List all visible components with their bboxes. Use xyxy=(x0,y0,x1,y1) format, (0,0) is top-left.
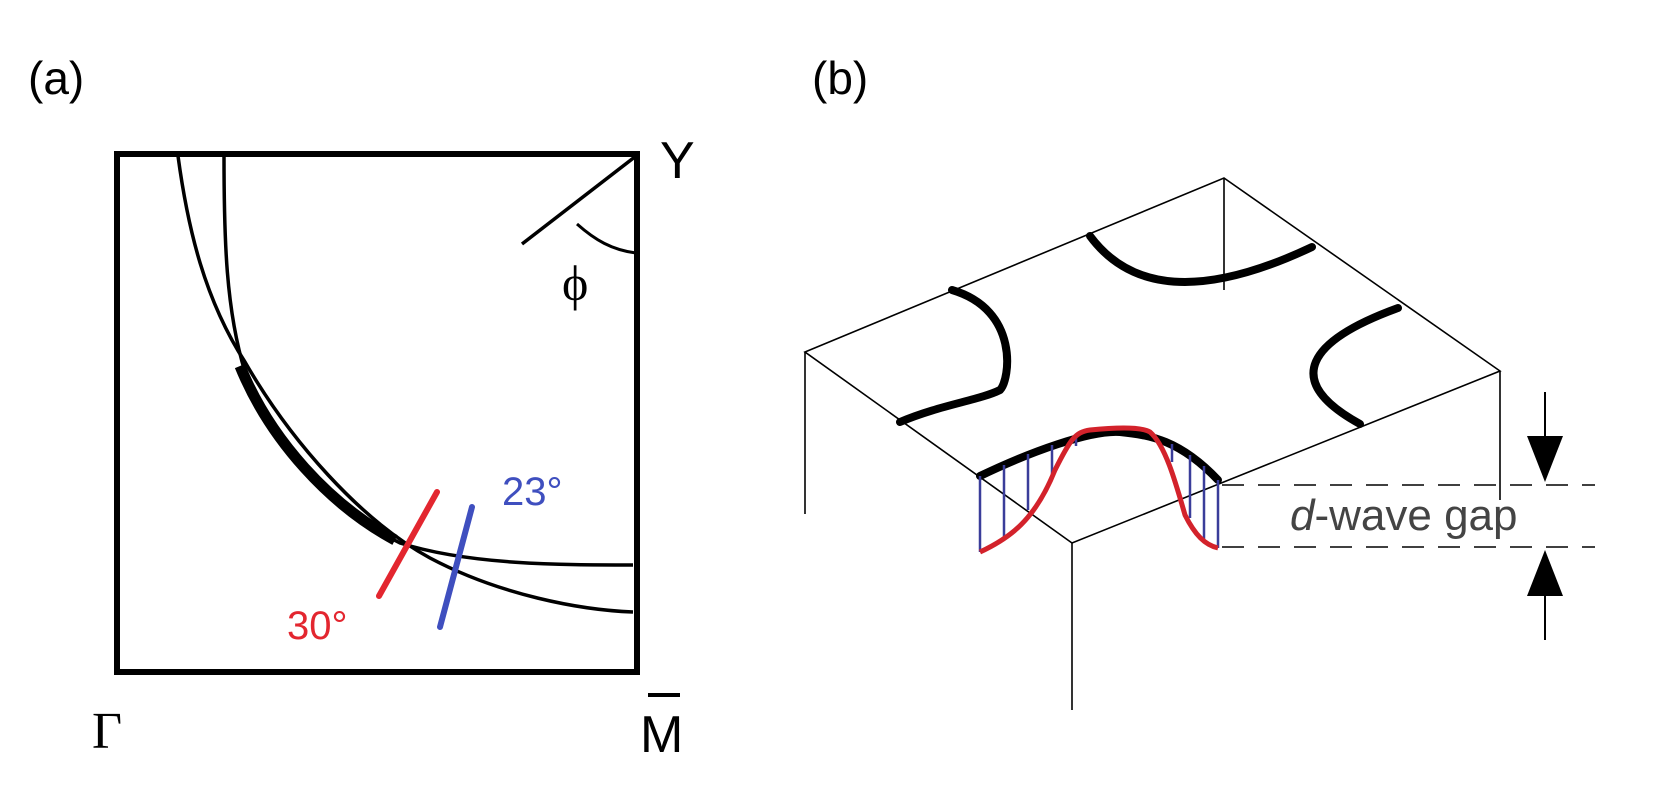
cut-23-label: 23° xyxy=(502,470,563,514)
fermi-arc-left xyxy=(896,286,1012,426)
corner-y-label: Y xyxy=(660,132,695,190)
zone-box xyxy=(114,151,640,675)
panel-b-label: (b) xyxy=(812,52,868,104)
cut-30-label: 30° xyxy=(287,604,348,648)
panel-a-label: (a) xyxy=(28,52,84,104)
gap-hatching xyxy=(978,438,1220,552)
fermi-arc-top xyxy=(1086,232,1316,286)
gap-arrow-bottom-head xyxy=(1527,550,1563,596)
d-wave-gap-curve xyxy=(978,425,1219,555)
gap-arrow-top-head xyxy=(1527,436,1563,482)
corner-gamma-label: Γ xyxy=(92,703,122,760)
fermi-arc-right xyxy=(1309,304,1402,428)
panel-a: (a) ϕ 30° 23° Y Γ M xyxy=(28,52,695,764)
cut-23-line xyxy=(437,504,475,630)
phi-angle-arc xyxy=(576,222,637,255)
fermi-surface-thick-segment xyxy=(234,363,398,545)
zone-plane xyxy=(803,177,1502,544)
fermi-arc-front xyxy=(976,427,1222,484)
panel-b: (b) xyxy=(803,52,1595,710)
corner-m-label: M xyxy=(640,706,683,764)
fermi-surface-outer xyxy=(176,155,634,614)
d-wave-gap-label: d-wave gap xyxy=(1290,491,1518,540)
phi-reference-line xyxy=(520,154,638,246)
d-wave-gap-prefix: d xyxy=(1290,491,1316,540)
cut-30-line xyxy=(376,489,440,599)
d-wave-gap-rest: -wave gap xyxy=(1314,491,1517,540)
phi-symbol: ϕ xyxy=(562,255,588,311)
